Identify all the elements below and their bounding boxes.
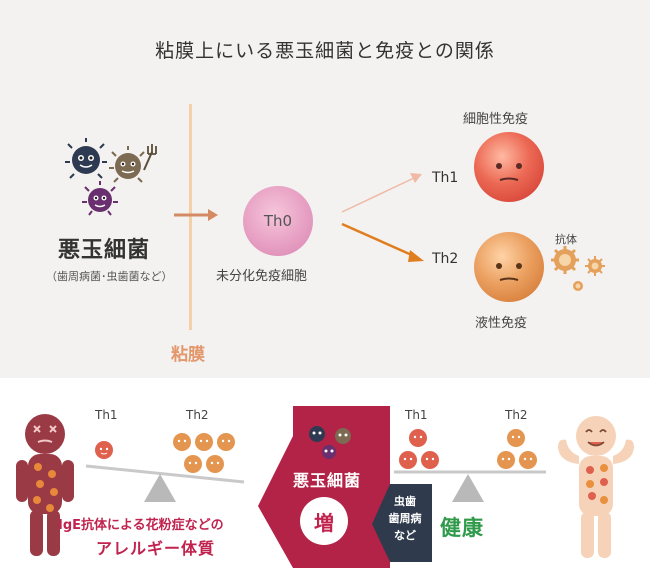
brown-bacterium-icon (109, 144, 156, 182)
etc-label: など (380, 527, 430, 543)
blue-bacterium-icon (65, 138, 107, 178)
humoral-immunity-label: 液性免疫 (475, 312, 527, 331)
left-th2-label: Th2 (186, 408, 209, 422)
th2-face-icon (472, 230, 546, 304)
undifferentiated-cell-label: 未分化免疫細胞 (216, 265, 307, 284)
bad-bacteria-examples: （歯周病菌･虫歯菌など） (46, 268, 173, 284)
right-th2-cells-icon (497, 429, 537, 469)
ige-allergy-caption: IgE抗体による花粉症などの (58, 514, 224, 533)
right-th1-label: Th1 (405, 408, 428, 422)
sick-person-icon (10, 412, 80, 562)
arrow-to-th0-icon (172, 205, 222, 225)
healthy-label: 健康 (440, 512, 484, 542)
th2-label: Th2 (432, 251, 458, 267)
left-th1-cell-icon (95, 441, 113, 459)
mucosa-label: 粘膜 (171, 340, 205, 365)
bad-bacteria-center-label: 悪玉細菌 (272, 467, 382, 491)
arrow-to-th2-icon (342, 224, 424, 262)
bad-bacteria-label: 悪玉細菌 (58, 232, 150, 264)
left-th2-cells-icon (173, 433, 235, 473)
right-th1-cells-icon (399, 429, 439, 469)
healthy-person-icon (552, 412, 644, 564)
increase-label: 増 (300, 507, 348, 536)
th1-face-icon (472, 130, 546, 204)
purple-bacterium-icon (82, 181, 118, 215)
bacteria-cluster-icon (64, 136, 174, 226)
periodontal-label: 歯周病 (380, 510, 430, 526)
arrow-to-th1-icon (342, 173, 422, 212)
page-title: 粘膜上にいる悪玉細菌と免疫との関係 (0, 36, 650, 63)
antibody-icon (545, 244, 615, 298)
th0-label: Th0 (243, 212, 313, 230)
left-balance-scale (80, 428, 250, 510)
right-th2-label: Th2 (505, 408, 528, 422)
th1-label: Th1 (432, 170, 458, 186)
differentiation-arrows (340, 168, 430, 268)
right-balance-scale (390, 426, 550, 506)
bad-bacteria-small-icon (303, 420, 361, 464)
left-th1-label: Th1 (95, 408, 118, 422)
allergy-constitution-caption: アレルギー体質 (96, 535, 215, 559)
cellular-immunity-label: 細胞性免疫 (463, 108, 528, 127)
